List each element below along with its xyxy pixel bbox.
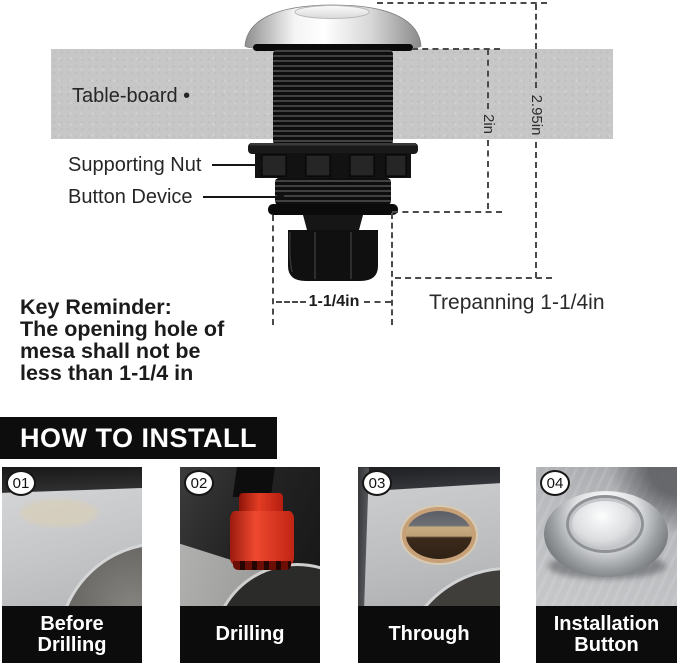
- sink-bowl-edge: [57, 542, 142, 606]
- chrome-cap: [244, 4, 422, 51]
- key-reminder-line: mesa shall not be: [20, 339, 201, 363]
- how-to-install-title: HOW TO INSTALL: [20, 422, 257, 453]
- dimension-line-under-counter-upper: [487, 49, 489, 109]
- key-reminder-note: Key Reminder: The opening hole of mesa s…: [20, 296, 224, 384]
- supporting-nut-label: Supporting Nut: [68, 154, 202, 176]
- dimension-line-overall-height-upper: [535, 4, 537, 88]
- step-caption: Drilling: [180, 606, 320, 663]
- overall-height-dimension: 2.95in: [528, 94, 545, 136]
- install-step-2: 02 Drilling: [180, 467, 320, 663]
- width-dimension-dash-left: [276, 301, 306, 303]
- caption-line: Before: [40, 612, 104, 635]
- hole-saw-body: [230, 511, 294, 565]
- button-device-illustration: [244, 4, 422, 281]
- compression-fitting: [288, 215, 378, 281]
- width-dimension-line-left: [272, 215, 274, 325]
- device-bottom-flange: [268, 204, 398, 215]
- threaded-shaft-lower: [275, 178, 391, 205]
- install-step-3: 03 Through: [358, 467, 500, 663]
- hole-saw-teeth: [233, 561, 291, 570]
- supporting-nut-part: [248, 143, 418, 178]
- button-device-label: Button Device: [68, 186, 193, 208]
- dimension-line-under-counter-lower: [487, 140, 489, 209]
- install-step-1: 01 Before Drilling: [2, 467, 142, 663]
- dimension-line-overall-height-lower: [535, 142, 537, 278]
- caption-line: Through: [388, 623, 470, 645]
- caption-line: Button: [574, 633, 639, 656]
- caption-line: Drilling: [37, 633, 107, 656]
- key-reminder-line: less than 1-1/4 in: [20, 361, 194, 385]
- button-device-lead-dot: [277, 193, 284, 200]
- step-number-badge: 04: [540, 470, 570, 496]
- step-number-badge: 03: [362, 470, 392, 496]
- step-number-badge: 02: [184, 470, 214, 496]
- width-dimension-line-right: [391, 213, 393, 325]
- step-caption: Before Drilling: [2, 606, 142, 663]
- width-dimension: 1-1/4in: [308, 293, 360, 310]
- sink-bowl-edge: [398, 567, 500, 606]
- table-board-label: Table-board •: [72, 85, 191, 107]
- extension-line-fitting-bottom: [395, 277, 552, 279]
- step-caption: Through: [358, 606, 500, 663]
- supporting-nut-lead-line: [212, 164, 258, 166]
- step-1-photo-before-drilling: [2, 467, 142, 606]
- extension-line-board-top: [412, 48, 500, 50]
- caption-line: Drilling: [215, 623, 285, 645]
- install-step-4: 04 Installation Button: [536, 467, 677, 663]
- threaded-shaft-upper: [273, 49, 393, 146]
- key-reminder-line: The opening hole of: [20, 317, 225, 341]
- button-device-lead-line: [203, 196, 280, 198]
- installed-button-dome: [569, 498, 641, 550]
- under-counter-height-dimension: 2in: [480, 113, 497, 135]
- dimension-line-top: [377, 2, 547, 4]
- surface-smudge: [20, 499, 98, 527]
- caption-line: Installation: [553, 612, 660, 635]
- extension-line-device-bottom: [392, 211, 502, 213]
- drilled-hole: [402, 507, 476, 563]
- width-dimension-dash-right: [364, 301, 391, 303]
- hole-saw-collar: [239, 493, 283, 515]
- key-reminder-line: Key Reminder:: [20, 295, 172, 319]
- how-to-install-header: HOW TO INSTALL: [0, 417, 277, 459]
- supporting-nut-lead-dot: [256, 161, 263, 168]
- trepanning-label: Trepanning 1-1/4in: [429, 291, 605, 314]
- step-number-badge: 01: [6, 470, 36, 496]
- step-caption: Installation Button: [536, 606, 677, 663]
